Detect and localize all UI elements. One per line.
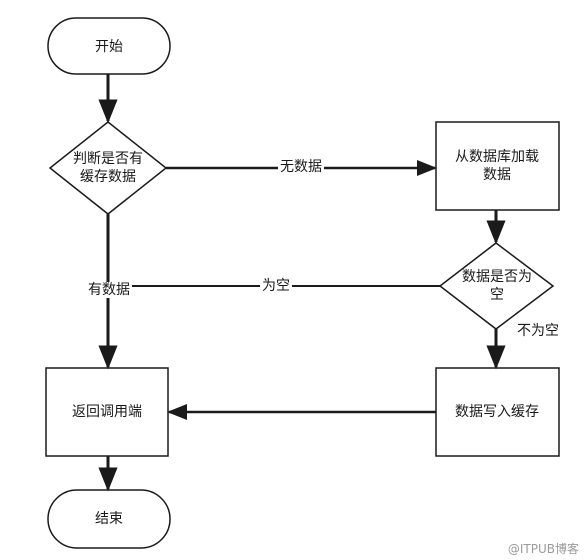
return-caller-process xyxy=(45,367,169,457)
load-db-label-line1: 从数据库加载 xyxy=(455,149,539,165)
is-empty-label-line1: 数据是否为 xyxy=(462,269,532,285)
is-empty-label-line2: 空 xyxy=(490,287,504,303)
check-cache-label-line1: 判断是否有 xyxy=(73,151,143,167)
return-caller-label: 返回调用端 xyxy=(72,404,142,420)
edge-label-not-empty: 不为空 xyxy=(515,323,561,339)
edge-label-has-data: 有数据 xyxy=(86,282,132,298)
load-db-process xyxy=(435,121,560,211)
check-cache-label-line2: 缓存数据 xyxy=(80,169,136,185)
watermark: @ITPUB博客 xyxy=(507,542,579,556)
end-label: 结束 xyxy=(95,511,123,527)
load-db-label: 从数据库加载 数据 xyxy=(455,148,539,184)
is-empty-label: 数据是否为 空 xyxy=(462,268,532,304)
start-label: 开始 xyxy=(95,39,123,55)
load-db-label-line2: 数据 xyxy=(483,167,511,183)
write-cache-label: 数据写入缓存 xyxy=(455,404,539,420)
check-cache-label: 判断是否有 缓存数据 xyxy=(73,150,143,186)
edge-label-no-data: 无数据 xyxy=(278,159,324,175)
edge-label-is-empty: 为空 xyxy=(260,278,292,294)
